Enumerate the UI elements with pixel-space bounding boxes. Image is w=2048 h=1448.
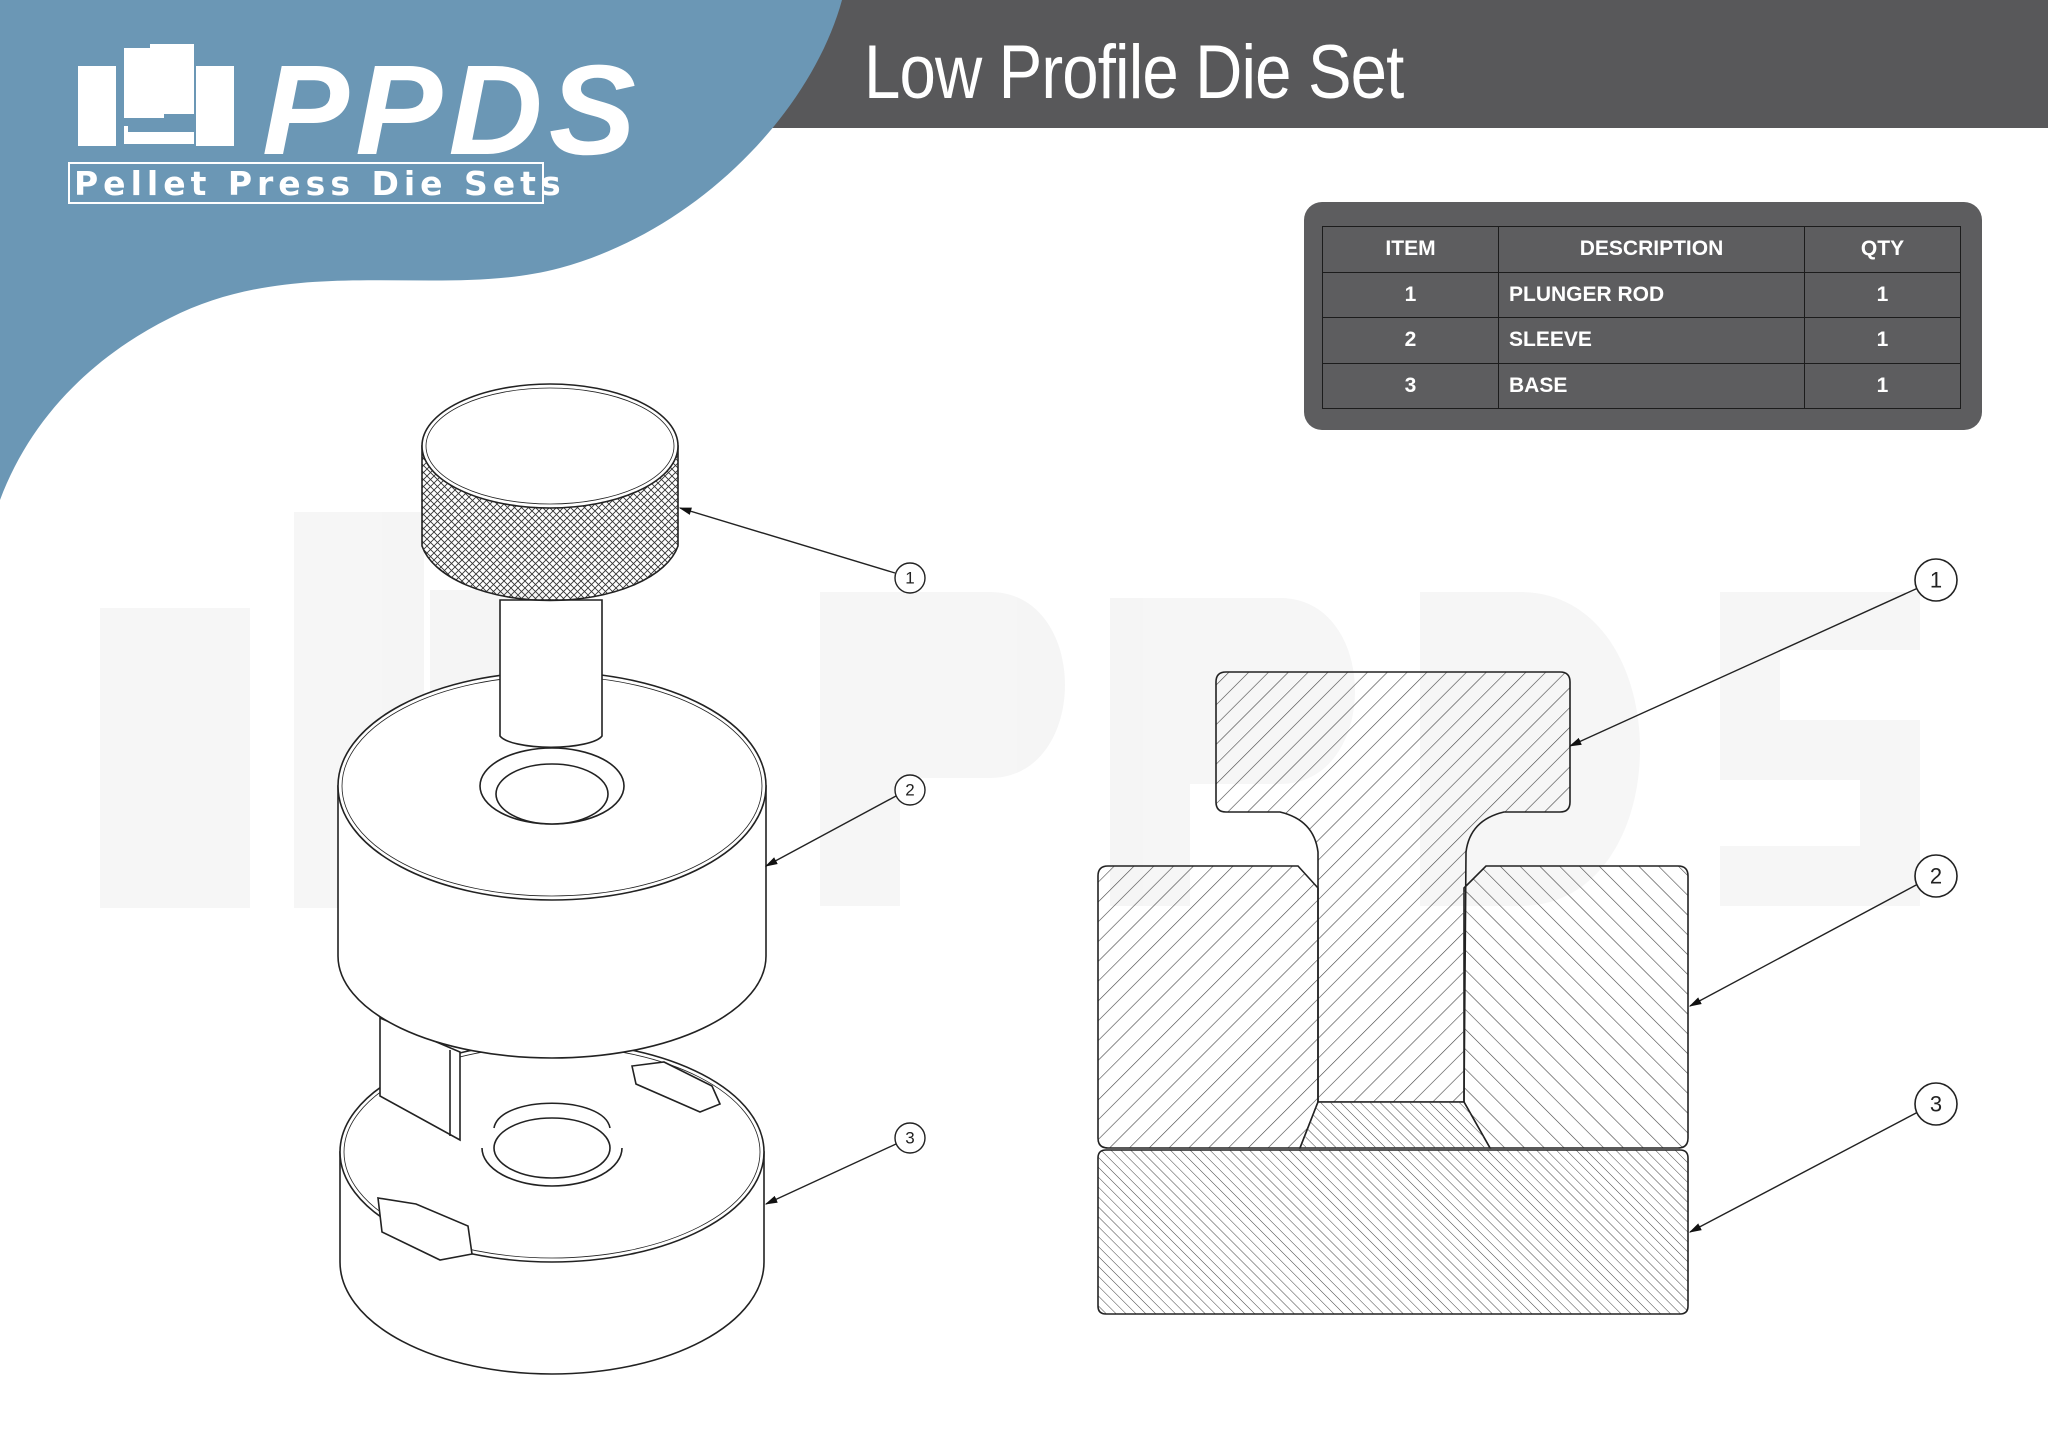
table-row: 1 PLUNGER ROD 1 [1322, 271, 1961, 318]
bom-item-cell: 3 [1322, 362, 1499, 409]
svg-text:3: 3 [1930, 1092, 1942, 1117]
bom-qty-cell: 1 [1804, 271, 1961, 318]
bom-item-cell: 2 [1322, 317, 1499, 364]
plunger-rod-part [421, 383, 679, 749]
bom-header-item: ITEM [1322, 226, 1499, 273]
bom-item-cell: 1 [1322, 271, 1499, 318]
balloon-2: 2 [764, 774, 926, 867]
section-balloon-3: 3 [1688, 1082, 1958, 1233]
section-balloon-2: 2 [1688, 854, 1958, 1007]
bom-description-cell: PLUNGER ROD [1498, 271, 1805, 318]
section-sleeve-left [1097, 865, 1319, 1149]
svg-text:1: 1 [1930, 568, 1942, 593]
logo-tagline-box [68, 162, 544, 204]
svg-text:3: 3 [905, 1129, 914, 1148]
svg-text:1: 1 [905, 569, 914, 588]
exploded-callouts: 1 2 3 [678, 507, 926, 1205]
bom-header-description: DESCRIPTION [1498, 226, 1805, 273]
section-view [1097, 671, 1689, 1315]
table-row: 2 SLEEVE 1 [1322, 317, 1961, 364]
section-sleeve-right [1463, 865, 1689, 1149]
svg-text:2: 2 [905, 781, 914, 800]
section-base [1097, 1149, 1689, 1315]
header-bar [600, 0, 2048, 128]
page-title: Low Profile Die Set [864, 30, 1404, 115]
bom-table: ITEM DESCRIPTION QTY 1 PLUNGER ROD 1 2 S… [1322, 226, 1961, 409]
table-row: 3 BASE 1 [1322, 362, 1961, 409]
bom-description-cell: BASE [1498, 362, 1805, 409]
bom-qty-cell: 1 [1804, 317, 1961, 364]
bom-header-row: ITEM DESCRIPTION QTY [1322, 226, 1961, 273]
balloon-1: 1 [678, 507, 926, 594]
logo-mark-icon [78, 44, 234, 146]
svg-text:2: 2 [1930, 864, 1942, 889]
bom-description-cell: SLEEVE [1498, 317, 1805, 364]
section-callouts: 1 2 3 [1568, 558, 1958, 1233]
bom-qty-cell: 1 [1804, 362, 1961, 409]
logo-tagline: Pellet Press Die Sets [74, 164, 566, 203]
logo-wordmark: PPDS [262, 39, 643, 182]
bom-header-qty: QTY [1804, 226, 1961, 273]
section-balloon-1: 1 [1568, 558, 1958, 747]
sleeve-part [337, 671, 767, 1142]
balloon-3: 3 [764, 1122, 926, 1205]
